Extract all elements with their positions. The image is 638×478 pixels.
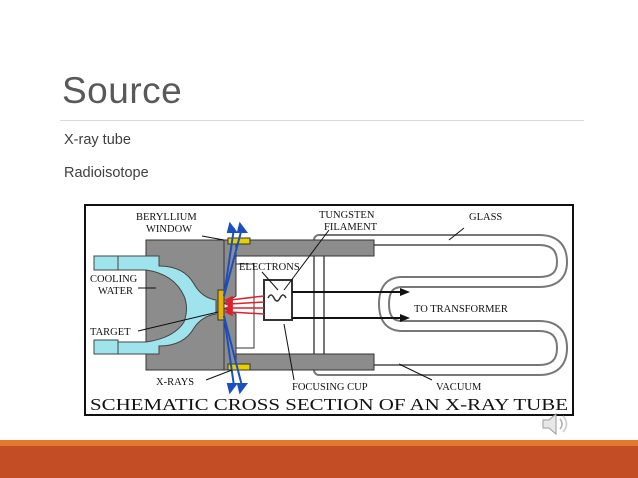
xray-tube-svg: BERYLLIUM WINDOW TUNGSTEN FILAMENT GLASS… — [84, 204, 574, 416]
label-filament: FILAMENT — [324, 222, 378, 233]
leader-lines — [137, 227, 465, 381]
lead-upper-arrow — [400, 288, 410, 296]
title-rule — [60, 120, 584, 121]
label-target: TARGET — [90, 327, 131, 338]
bullet-xray-tube: X-ray tube — [64, 132, 131, 148]
x-ray-beams — [223, 221, 248, 395]
footer-bar — [0, 446, 638, 478]
label-cooling: COOLING — [90, 274, 138, 285]
focusing-cup — [263, 279, 293, 321]
label-vacuum: VACUUM — [436, 382, 482, 393]
cooling-water-channel — [103, 255, 217, 355]
label-focusing-cup: FOCUSING CUP — [292, 382, 368, 393]
cathode-body-bottom — [233, 353, 375, 371]
diagram-caption: SCHEMATIC CROSS SECTION OF AN X-RAY TUBE — [90, 395, 568, 414]
label-window: WINDOW — [146, 224, 192, 235]
tungsten-filament — [267, 294, 287, 302]
glass-envelope-inner — [315, 236, 566, 374]
label-x-rays: X-RAYS — [156, 377, 194, 388]
label-to-transformer: TO TRANSFORMER — [414, 304, 508, 315]
label-electrons: ELECTRONS — [239, 262, 300, 273]
electron-beam — [224, 295, 265, 317]
lead-lower-arrow — [400, 314, 410, 322]
label-glass: GLASS — [469, 212, 502, 223]
label-tungsten: TUNGSTEN — [319, 210, 375, 221]
water-inlet — [93, 255, 119, 271]
beryllium-window-bottom — [227, 363, 251, 371]
label-beryllium: BERYLLIUM — [136, 212, 197, 223]
footer-accent-bar — [0, 440, 638, 446]
xray-tube-diagram: BERYLLIUM WINDOW TUNGSTEN FILAMENT GLASS… — [84, 204, 574, 416]
speaker-icon[interactable] — [539, 411, 575, 437]
target — [217, 289, 225, 321]
cathode-body-top — [233, 239, 375, 257]
bullet-radioisotope: Radioisotope — [64, 165, 149, 181]
label-water: WATER — [98, 286, 133, 297]
slide-title: Source — [62, 70, 183, 111]
water-outlet — [93, 339, 119, 355]
